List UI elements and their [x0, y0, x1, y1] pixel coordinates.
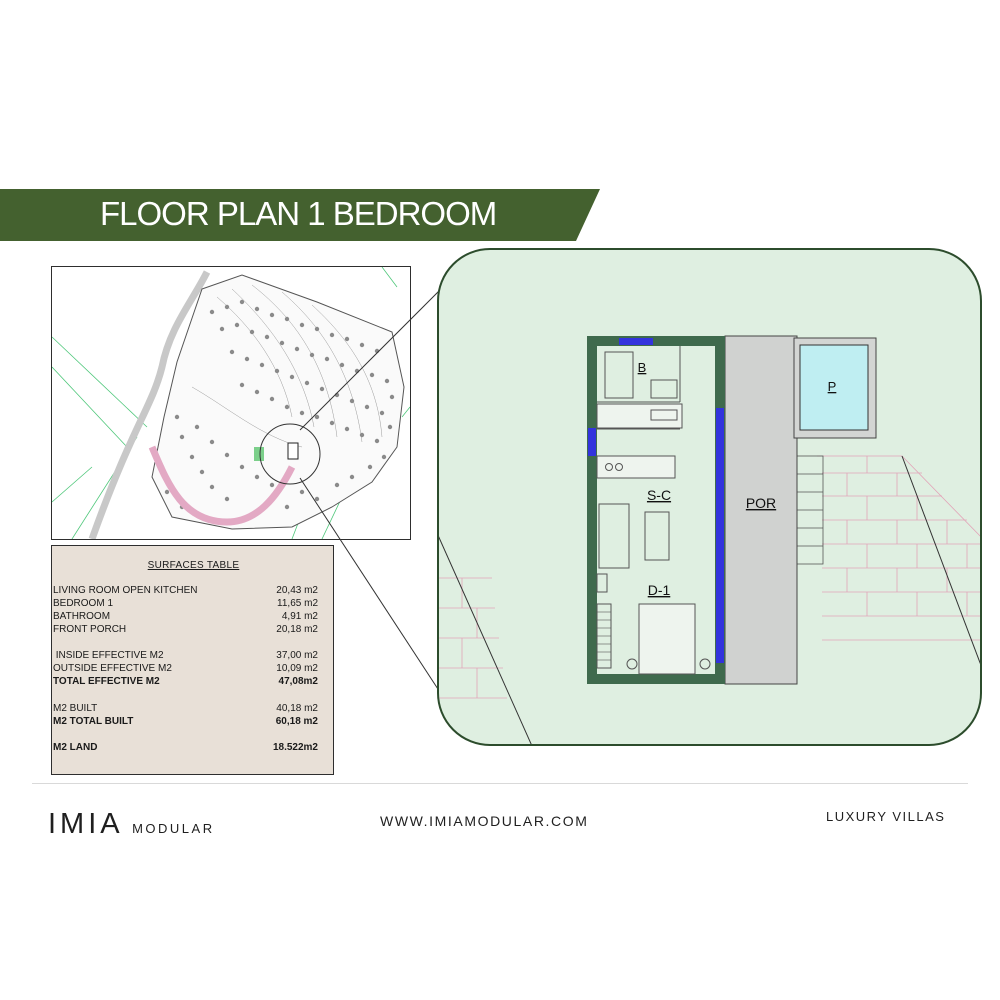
row-label: M2 LAND: [53, 742, 98, 753]
row-value: 20,18 m2: [276, 624, 318, 635]
row-label: BEDROOM 1: [53, 598, 114, 609]
room-label-bathroom: B: [638, 360, 647, 375]
website-link[interactable]: WWW.IMIAMODULAR.COM: [380, 813, 589, 829]
row-label: FRONT PORCH: [53, 624, 127, 635]
row-label: OUTSIDE EFFECTIVE M2: [53, 663, 172, 674]
table-row: FRONT PORCH 20,18 m2: [53, 624, 323, 637]
table-row: BATHROOM 4,91 m2: [53, 611, 323, 624]
row-value: 60,18 m2: [275, 716, 318, 727]
row-label: BATHROOM: [53, 611, 111, 622]
row-value: 11,65 m2: [277, 598, 318, 609]
logo-sub-text: MODULAR: [132, 821, 215, 836]
tagline: LUXURY VILLAS: [826, 809, 946, 824]
room-label-pool: P: [828, 379, 837, 394]
row-label: TOTAL EFFECTIVE M2: [53, 676, 160, 687]
surfaces-table-title: SURFACES TABLE: [147, 560, 240, 571]
surfaces-table: SURFACES TABLE LIVING ROOM OPEN KITCHEN …: [51, 545, 334, 775]
row-label: INSIDE EFFECTIVE M2: [53, 650, 164, 661]
row-value: 4,91 m2: [281, 611, 318, 622]
row-label: M2 TOTAL BUILT: [53, 716, 134, 727]
table-row: INSIDE EFFECTIVE M2 37,00 m2: [53, 650, 323, 663]
room-label-porch: POR: [746, 495, 776, 511]
site-map: [51, 266, 411, 540]
footer-divider: [32, 783, 968, 784]
row-value: 37,00 m2: [276, 650, 318, 661]
table-row: M2 BUILT 40,18 m2: [53, 703, 323, 716]
row-value: 40,18 m2: [276, 703, 318, 714]
room-label-living: S-C: [647, 487, 671, 503]
page-title: FLOOR PLAN 1 BEDROOM: [100, 195, 497, 232]
table-row: TOTAL EFFECTIVE M2 47,08m2: [53, 676, 323, 689]
floor-plan-drawing: B S-C D-1 POR P: [437, 248, 982, 746]
row-value: 10,09 m2: [276, 663, 318, 674]
row-value: 20,43 m2: [276, 585, 318, 596]
table-row: M2 LAND 18.522m2: [53, 742, 323, 755]
row-value: 18.522m2: [272, 742, 318, 753]
logo-main-text: IMIA: [48, 808, 124, 840]
floor-plan: B S-C D-1 POR P: [437, 248, 982, 746]
site-map-drawing: [52, 267, 410, 539]
table-row: BEDROOM 1 11,65 m2: [53, 598, 323, 611]
title-banner: [0, 189, 600, 241]
room-label-bedroom: D-1: [648, 582, 671, 598]
banner-shape: [0, 189, 600, 241]
brand-logo: IMIA MODULAR: [48, 808, 215, 841]
row-label: M2 BUILT: [53, 703, 98, 714]
row-label: LIVING ROOM OPEN KITCHEN: [53, 585, 198, 596]
row-value: 47,08m2: [278, 676, 318, 687]
table-row: LIVING ROOM OPEN KITCHEN 20,43 m2: [53, 585, 323, 598]
table-row: OUTSIDE EFFECTIVE M2 10,09 m2: [53, 663, 323, 676]
table-row: M2 TOTAL BUILT 60,18 m2: [53, 716, 323, 729]
